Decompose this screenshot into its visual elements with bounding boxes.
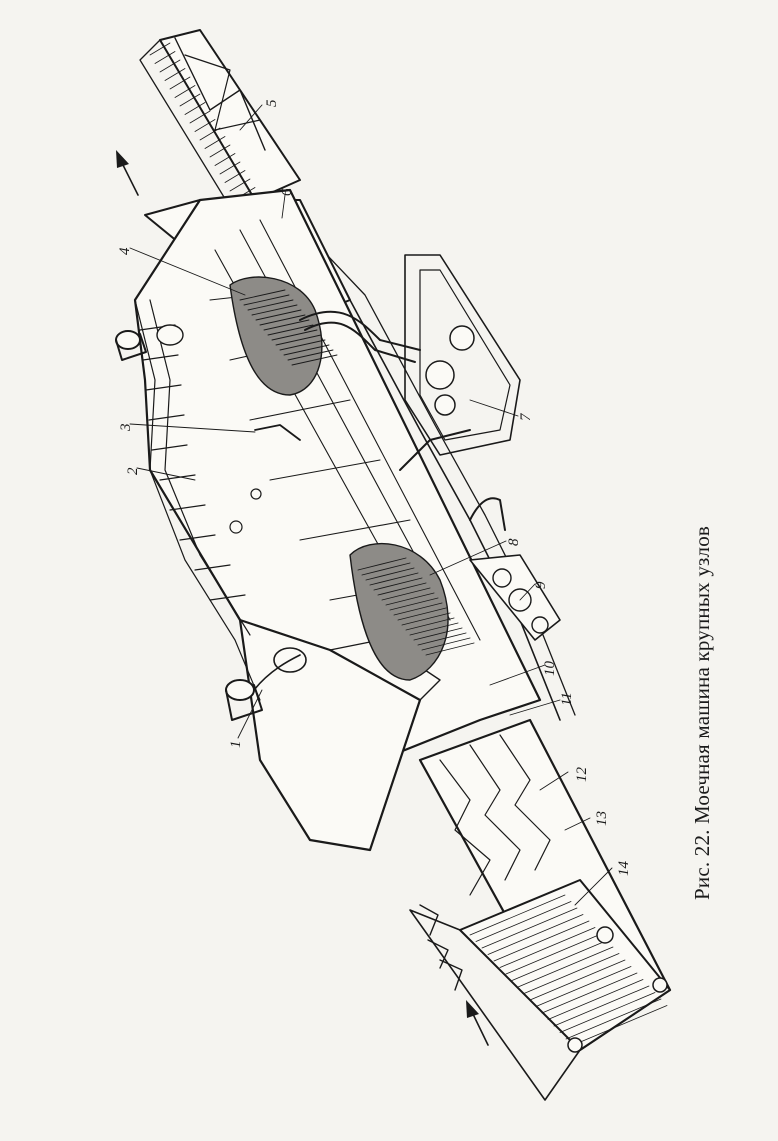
callout-3: 3 (118, 424, 134, 433)
callout-14: 14 (616, 861, 632, 877)
figure-caption: Рис. 22. Моечная машина крупных узлов (690, 525, 714, 900)
callout-12: 12 (574, 767, 590, 783)
exit-conveyor (139, 29, 301, 216)
callout-10: 10 (542, 661, 558, 677)
direction-arrow-load (466, 1000, 489, 1046)
callout-9: 9 (533, 581, 549, 589)
leader-lines (129, 104, 613, 906)
callout-2: 2 (125, 467, 141, 475)
callout-11: 11 (559, 692, 575, 706)
callout-labels: 1 2 3 4 5 6 7 8 9 10 11 12 13 14 (117, 99, 632, 876)
loading-conveyor (409, 718, 672, 1101)
callout-4: 4 (117, 247, 133, 255)
callout-8: 8 (506, 538, 522, 546)
direction-arrow-exit (116, 150, 139, 196)
callout-6: 6 (279, 188, 295, 196)
exhaust-fan-2 (115, 324, 184, 361)
pump-unit (469, 554, 561, 641)
callout-13: 13 (594, 811, 610, 826)
exhaust-fan-1 (225, 647, 307, 721)
callout-1: 1 (228, 741, 244, 749)
callout-5: 5 (264, 99, 280, 107)
pump-pit (404, 254, 521, 456)
callout-7: 7 (518, 412, 534, 421)
pipelines (254, 310, 506, 531)
